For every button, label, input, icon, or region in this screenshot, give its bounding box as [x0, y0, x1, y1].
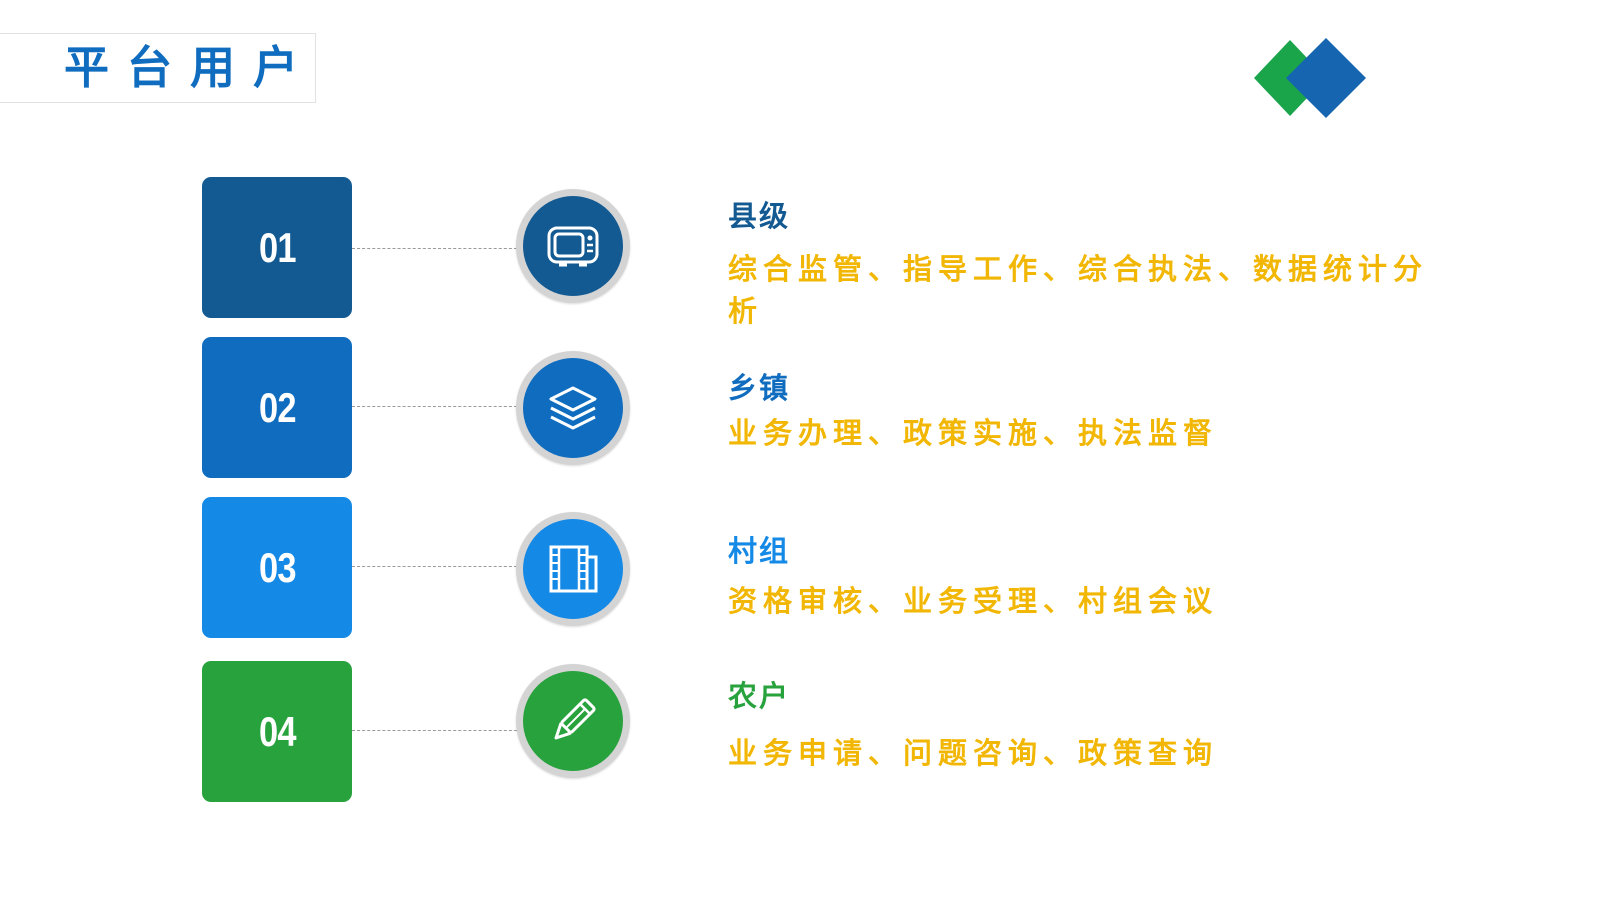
- page-title: 平台用户: [64, 41, 317, 94]
- connector-line-2: [352, 406, 522, 407]
- icon-circle-3: [516, 512, 630, 626]
- row-label-4: 农户: [728, 679, 791, 713]
- logo-blue-diamond: [1286, 38, 1366, 118]
- title-box: [0, 33, 316, 103]
- tv-icon: [547, 226, 599, 267]
- row-description-2: 业务办理、政策实施、执法监督: [728, 416, 1219, 450]
- row-label-1: 县级: [728, 199, 791, 233]
- number-box-4: 04: [202, 661, 352, 802]
- layers-icon: [549, 386, 597, 430]
- number-box-2: 02: [202, 337, 352, 478]
- icon-circle-2: [516, 351, 630, 465]
- icon-circle-4: [516, 664, 630, 778]
- logo-icon: [1254, 38, 1366, 118]
- row-description-4: 业务申请、问题咨询、政策查询: [728, 736, 1219, 770]
- connector-line-4: [352, 730, 522, 731]
- row-label-3: 村组: [728, 534, 791, 568]
- number-box-1: 01: [202, 177, 352, 318]
- number-label-4: 04: [258, 707, 296, 755]
- connector-line-1: [352, 248, 522, 249]
- film-icon: [549, 545, 598, 593]
- connector-line-3: [352, 566, 522, 567]
- row-label-2: 乡镇: [728, 371, 791, 405]
- number-label-3: 03: [258, 543, 296, 591]
- number-label-2: 02: [258, 383, 296, 431]
- row-description-1: 综合监管、指导工作、综合执法、数据统计分析: [728, 252, 1429, 328]
- row-description-3: 资格审核、业务受理、村组会议: [728, 584, 1219, 618]
- icon-circle-1: [516, 189, 630, 303]
- pencil-icon: [554, 698, 596, 740]
- number-label-1: 01: [258, 223, 296, 271]
- number-box-3: 03: [202, 497, 352, 638]
